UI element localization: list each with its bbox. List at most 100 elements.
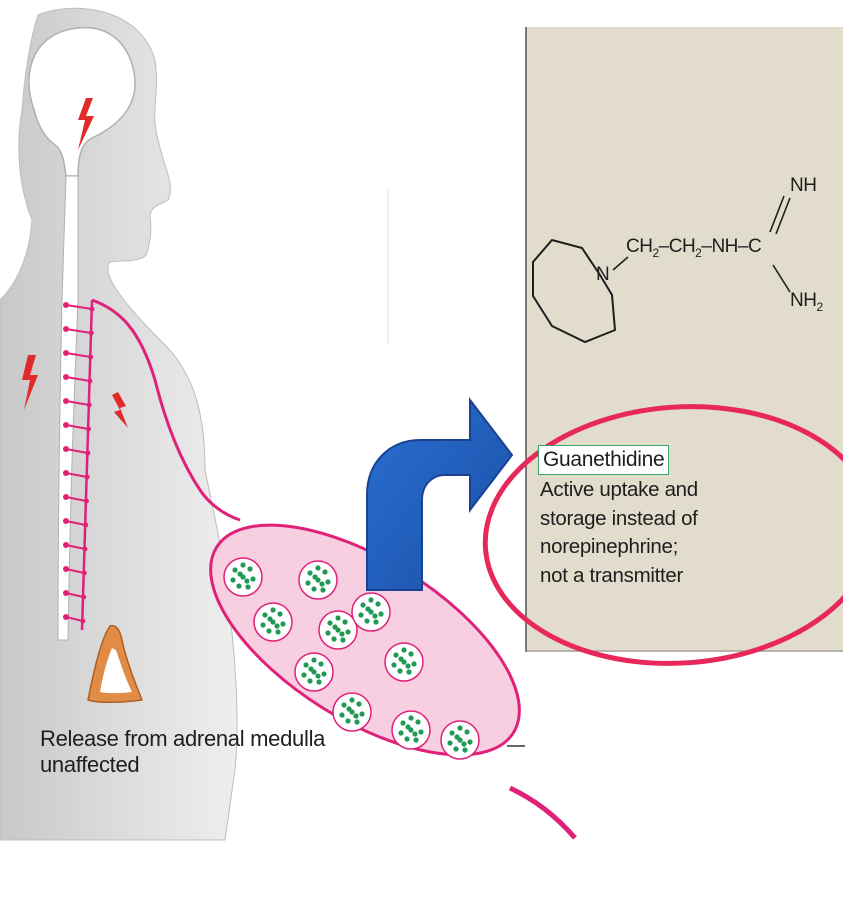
vesicle-granule [464,729,469,734]
description-line: norepinephrine; [540,533,780,562]
vesicle-granule [277,611,282,616]
vesicle-granule [237,571,242,576]
ganglion-dot [63,590,69,596]
vesicle-granule [339,712,344,717]
vesicle-granule [301,672,306,677]
ganglion-dot [87,379,92,384]
vesicle-granule [230,577,235,582]
vesicle-granule [411,661,416,666]
ganglion-dot [86,427,91,432]
vesicle-granule [372,613,377,618]
vesicle-granule [346,706,351,711]
vesicle-granule [373,619,378,624]
ganglion-dot [84,499,89,504]
vesicle-granule [364,618,369,623]
vesicle-granule [398,656,403,661]
vesicle-granule [315,673,320,678]
vesicle-granule [359,711,364,716]
vesicle-granule [393,652,398,657]
vesicle-granule [232,567,237,572]
carbon-text: C [748,236,761,257]
vesicle-granule [405,724,410,729]
vesicle-granule [266,628,271,633]
vesicle-granule [327,620,332,625]
vesicle-granule [412,731,417,736]
vesicle-granule [353,713,358,718]
vesicle-granule [250,576,255,581]
vesicle-granule [415,719,420,724]
vesicle-granule [413,737,418,742]
ganglion-dot [63,422,69,428]
vesicle-granule [245,584,250,589]
vesicle-granule [340,637,345,642]
ganglion-dot [63,614,69,620]
vesicle-granule [280,621,285,626]
ganglion-dot [87,403,92,408]
vesicle-granule [308,666,313,671]
ganglion-dot [63,542,69,548]
vesicle-granule [408,715,413,720]
ch2-text-2: CH [669,236,695,257]
ganglion-dot [63,398,69,404]
ganglion-dot [63,446,69,452]
vesicle-granule [453,746,458,751]
vesicle-granule [467,739,472,744]
vesicle-granule [418,729,423,734]
vesicle-granule [332,624,337,629]
vesicle-granule [368,597,373,602]
ganglion-dot [63,566,69,572]
vesicle-granule [307,570,312,575]
ganglion-dot [63,374,69,380]
ganglion-dot [81,595,86,600]
vesicle-granule [358,612,363,617]
ring-nitrogen-label: N [596,264,609,286]
adrenal-caption-line: unaffected [40,752,340,778]
ganglion-dot [83,547,88,552]
description-line: Active uptake and [540,476,780,505]
efferent-nerve-end [510,788,575,838]
ganglion-dot [63,518,69,524]
vesicle-granule [354,719,359,724]
imine-text: NH [790,175,816,196]
vesicle-granule [240,562,245,567]
vesicle-granule [408,651,413,656]
vesicle-granule [320,587,325,592]
ganglion-dot [63,302,69,308]
ganglion-dot [80,619,85,624]
ganglion-dot [83,523,88,528]
vesicle-granule [244,578,249,583]
drug-description: Active uptake and storage instead of nor… [540,476,780,590]
vesicle-granule [406,669,411,674]
vesicle-granule [378,611,383,616]
vesicle-granule [339,631,344,636]
vesicle-granule [398,730,403,735]
body-silhouette [0,8,237,840]
vesicle-granule [360,602,365,607]
vesicle-granule [274,623,279,628]
chain-label: CH2–CH2–NH–C [626,236,761,260]
imine-label: NH [790,175,816,197]
description-line: storage instead of [540,505,780,534]
ganglion-dot [89,331,94,336]
ganglion-dot [88,355,93,360]
vesicle-granule [315,565,320,570]
vesicle-granule [270,607,275,612]
ganglion-dot [85,475,90,480]
vesicle-granule [349,697,354,702]
ganglion-dot [63,470,69,476]
curved-arrow-icon [367,400,512,590]
vesicle-granule [457,725,462,730]
vesicle-granule [321,671,326,676]
vesicle-granule [447,740,452,745]
vesicle-granule [318,661,323,666]
vesicle-granule [341,702,346,707]
vesicle-granule [400,720,405,725]
ganglion-dot [63,494,69,500]
vesicle-granule [267,616,272,621]
vesicle-granule [312,574,317,579]
vesicle-granule [461,741,466,746]
vesicle-granule [247,566,252,571]
vesicle-granule [342,619,347,624]
ganglion-dot [63,350,69,356]
vesicle-granule [462,747,467,752]
